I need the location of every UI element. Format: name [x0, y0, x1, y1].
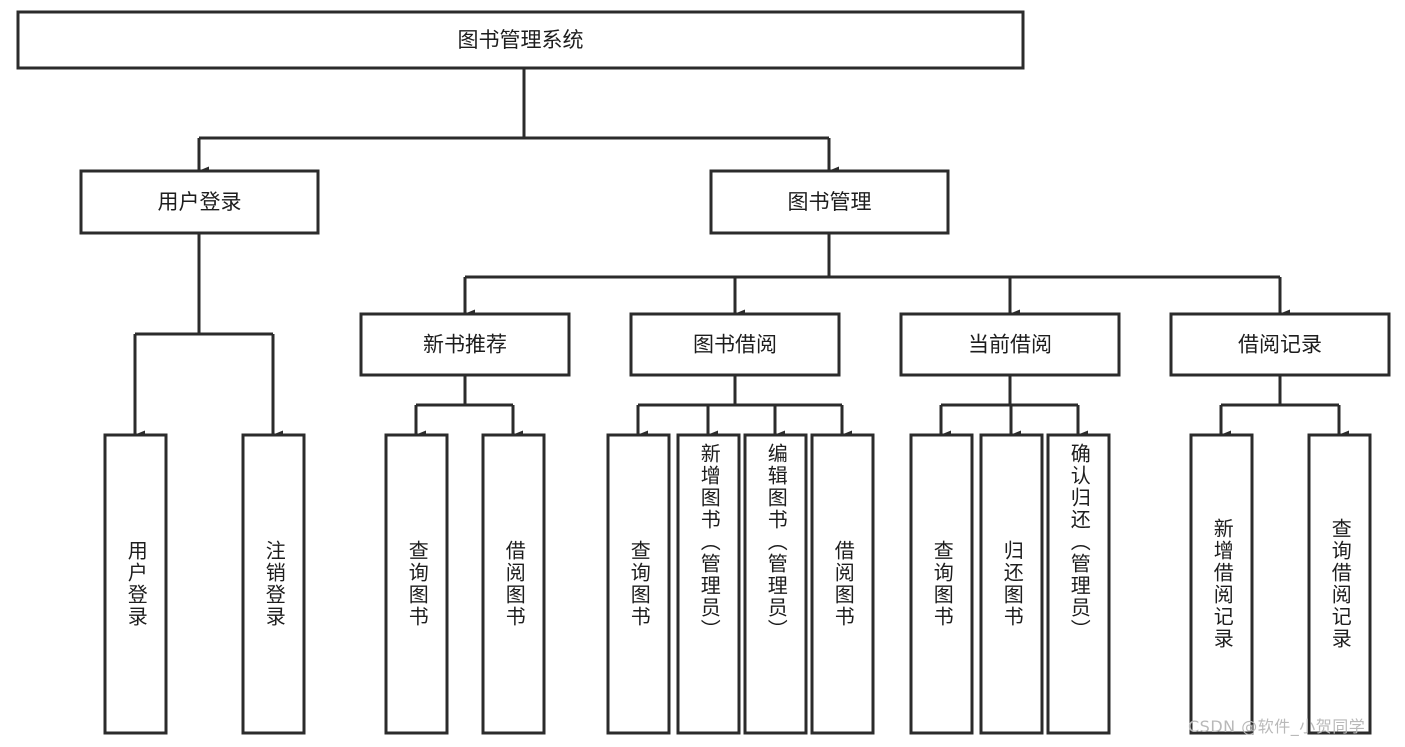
- leaf-box-9-归还图书[interactable]: [979, 433, 1044, 735]
- connectors-layer: [133, 68, 1349, 440]
- node-label-l2-用户登录: 用户登录: [158, 190, 242, 214]
- watermark-text: CSDN @软件_小贺同学: [1188, 717, 1366, 736]
- node-box-l2-用户登录[interactable]: [79, 169, 320, 235]
- leaf-box-3-借阅图书[interactable]: [481, 433, 546, 735]
- node-box-l2-图书管理[interactable]: [709, 169, 950, 235]
- node-label-l3-借阅记录: 借阅记录: [1238, 333, 1322, 357]
- node-box-l3-图书借阅[interactable]: [629, 312, 841, 377]
- leaf-box-8-查询图书[interactable]: [909, 433, 974, 735]
- node-box-l3-新书推荐[interactable]: [359, 312, 571, 377]
- leaf-box-7-借阅图书[interactable]: [810, 433, 875, 735]
- node-box-root[interactable]: [16, 10, 1025, 70]
- leaf-box-12-查询借阅记录[interactable]: [1307, 433, 1372, 735]
- node-label-l3-当前借阅: 当前借阅: [968, 333, 1052, 357]
- leaf-box-6-编辑图书管理员[interactable]: [743, 433, 808, 735]
- leaf-box-1-注销登录[interactable]: [241, 433, 306, 735]
- node-label-l3-新书推荐: 新书推荐: [423, 333, 507, 357]
- leaf-box-11-新增借阅记录[interactable]: [1189, 433, 1254, 735]
- leaf-box-4-查询图书[interactable]: [606, 433, 671, 735]
- node-label-l3-图书借阅: 图书借阅: [693, 333, 777, 357]
- leaf-box-5-新增图书管理员[interactable]: [676, 433, 741, 735]
- node-box-l3-当前借阅[interactable]: [899, 312, 1121, 377]
- node-box-l3-借阅记录[interactable]: [1169, 312, 1391, 377]
- node-label-root: 图书管理系统: [458, 28, 584, 52]
- node-boxes-layer: [16, 10, 1391, 735]
- leaf-box-0-用户登录[interactable]: [103, 433, 168, 735]
- leaf-box-2-查询图书[interactable]: [384, 433, 449, 735]
- leaf-box-10-确认归还管理员[interactable]: [1046, 433, 1111, 735]
- node-label-l2-图书管理: 图书管理: [788, 190, 872, 214]
